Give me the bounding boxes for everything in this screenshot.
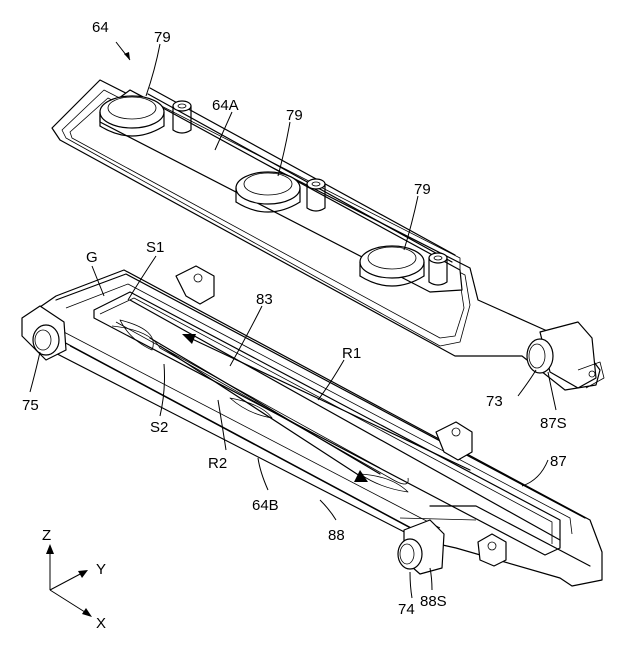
axis-label-y: Y <box>96 561 106 578</box>
label-64: 64 <box>92 19 109 36</box>
label-88S: 88S <box>420 593 447 610</box>
label-88: 88 <box>328 527 345 544</box>
label-79-b: 79 <box>286 107 303 124</box>
label-74: 74 <box>398 601 415 618</box>
axis-label-z: Z <box>42 527 51 544</box>
label-87: 87 <box>550 453 567 470</box>
label-64A: 64A <box>212 97 239 114</box>
label-79-c: 79 <box>414 181 431 198</box>
axis-triad: Z Y X <box>42 527 106 632</box>
label-75: 75 <box>22 397 39 414</box>
mount-tab-1 <box>176 266 214 304</box>
label-S2: S2 <box>150 419 168 436</box>
label-73: 73 <box>486 393 503 410</box>
label-83: 83 <box>256 291 273 308</box>
label-R2: R2 <box>208 455 227 472</box>
label-G: G <box>86 249 98 266</box>
label-87S: 87S <box>540 415 567 432</box>
axis-label-x: X <box>96 615 106 632</box>
label-S1: S1 <box>146 239 164 256</box>
label-64B: 64B <box>252 497 279 514</box>
label-79-a: 79 <box>154 29 171 46</box>
label-R1: R1 <box>342 345 361 362</box>
